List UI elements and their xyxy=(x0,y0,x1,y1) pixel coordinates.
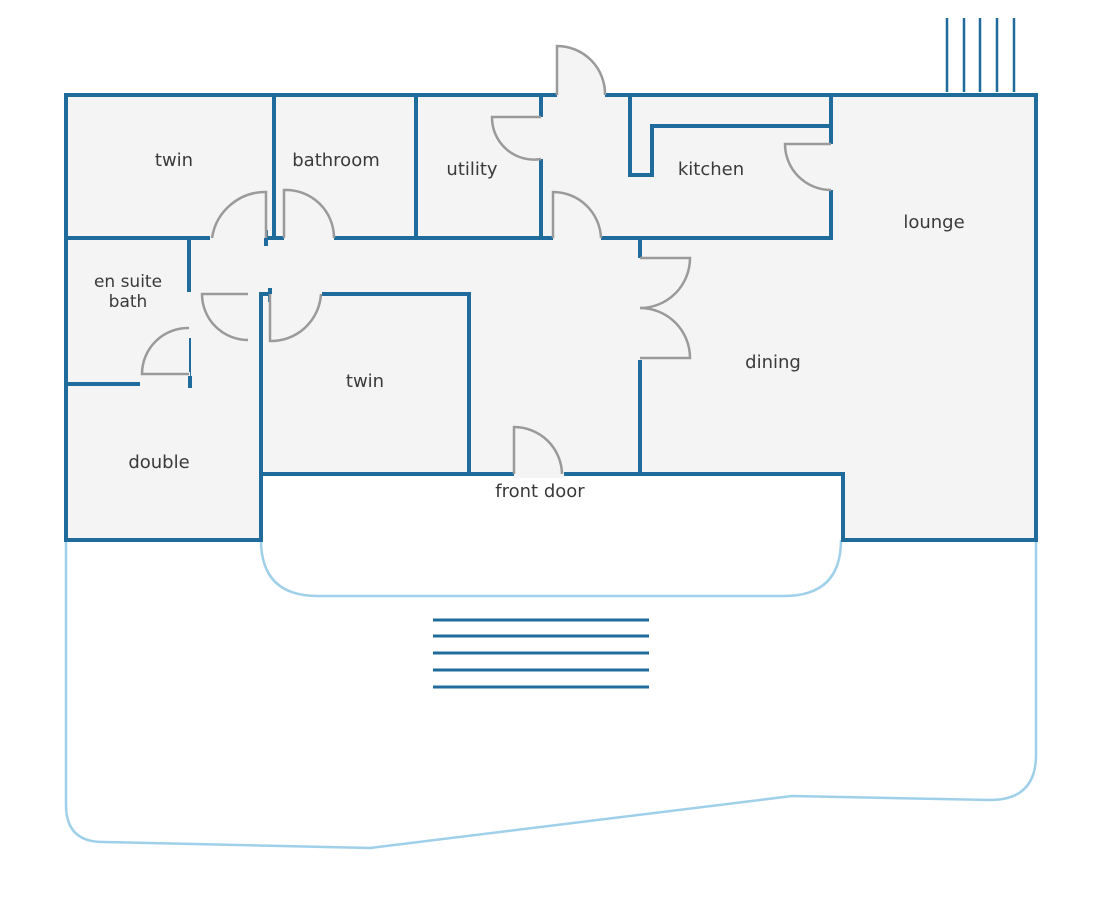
room-label-bathroom: bathroom xyxy=(292,150,380,171)
room-label-en-suite-bath: bath xyxy=(109,292,148,312)
garden-outline xyxy=(64,540,1038,850)
room-label-lounge: lounge xyxy=(903,212,964,233)
room-label-dining: dining xyxy=(745,352,801,373)
twin-top-door[interactable] xyxy=(210,190,268,239)
room-label-twin-top: twin xyxy=(155,150,193,171)
back-steps xyxy=(945,18,1016,92)
label-front-door: front door xyxy=(495,481,585,502)
dining-door-upper[interactable] xyxy=(639,256,692,310)
dining-door-lower[interactable] xyxy=(639,306,692,360)
kitchen-door[interactable] xyxy=(551,190,603,239)
bathroom-door[interactable] xyxy=(282,188,336,239)
front-steps xyxy=(433,618,649,689)
utility-door[interactable] xyxy=(490,115,542,161)
front-door-swing[interactable] xyxy=(512,425,564,475)
corridor-door-left[interactable] xyxy=(200,292,249,342)
twin-middle-door[interactable] xyxy=(268,293,323,343)
room-label-twin-middle: twin xyxy=(346,371,384,392)
back-door[interactable] xyxy=(555,44,607,96)
room-label-kitchen: kitchen xyxy=(678,159,744,180)
kitchen-lounge-door[interactable] xyxy=(783,142,832,192)
porch-outline xyxy=(259,539,843,598)
room-label-en-suite: en suite xyxy=(94,272,162,292)
room-label-utility: utility xyxy=(446,159,498,180)
room-label-double: double xyxy=(128,452,189,473)
door-swings xyxy=(140,44,832,475)
en-suite-door[interactable] xyxy=(140,326,190,376)
